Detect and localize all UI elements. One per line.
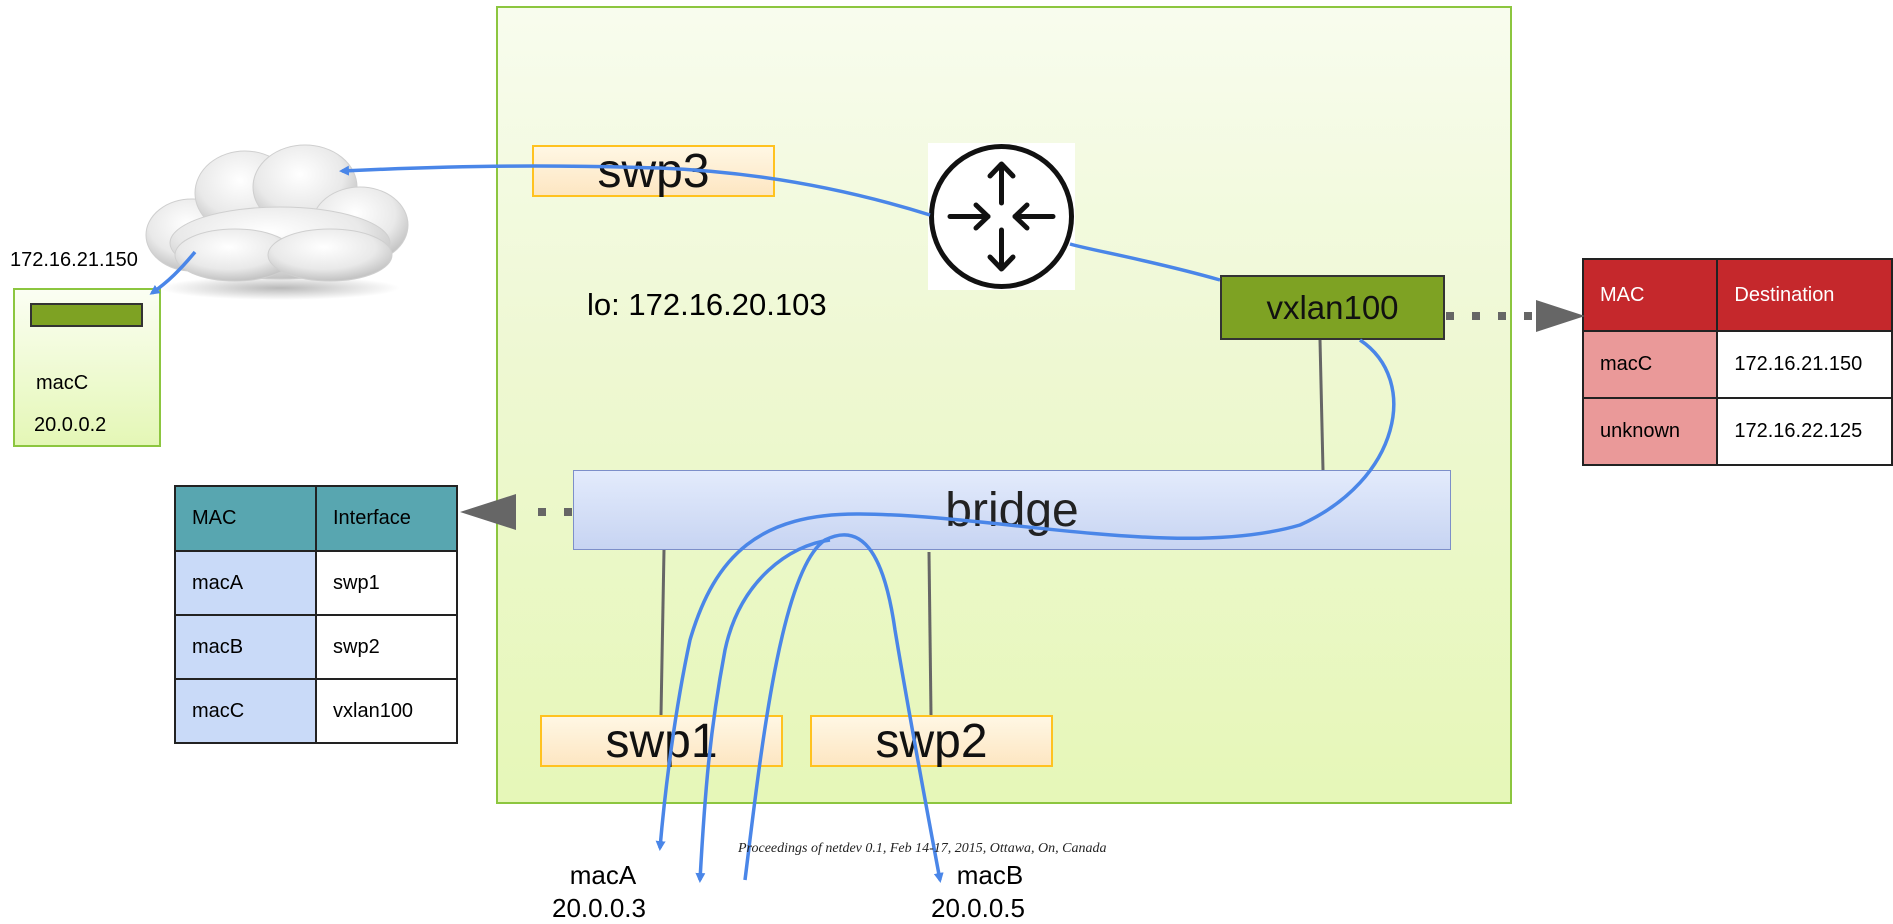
swp2-bridge-link (927, 551, 933, 716)
remote-header-mac: MAC (1581, 258, 1719, 332)
fdb-header-interface: Interface (315, 485, 458, 552)
port-swp2: swp2 (810, 715, 1053, 768)
loopback-label: lo: 172.16.20.103 (587, 287, 827, 322)
fdb-cell-interface: swp2 (315, 614, 458, 680)
cloud-ip-label: 172.16.21.150 (10, 249, 138, 271)
remote-pointer-arrow (1446, 300, 1585, 332)
fdb-cell-mac: macA (174, 550, 317, 616)
remote-host-ip: 20.0.0.2 (34, 414, 107, 436)
fdb-header-mac: MAC (174, 485, 317, 552)
flow-to-remote-host (149, 250, 197, 295)
vxlan100-interface: vxlan100 (1220, 275, 1445, 340)
remote-host-nic (30, 303, 143, 327)
host-a-ip: 20.0.0.3 (552, 893, 646, 923)
flow-vxlan-to-macA (655, 338, 1396, 851)
remote-cell-destination: 172.16.21.150 (1716, 330, 1893, 399)
proceedings-footer: Proceedings of netdev 0.1, Feb 14-17, 20… (738, 841, 1107, 856)
fdb-cell-mac: macB (174, 614, 317, 680)
fdb-table: MAC Interface macA swp1 macB swp2 macC v… (174, 485, 458, 744)
cloud-icon (140, 125, 420, 315)
host-a-mac: macA (569, 860, 637, 890)
flow-to-cloud (339, 164, 931, 217)
port-swp1: swp1 (540, 715, 783, 768)
host-b-mac: macB (956, 860, 1024, 890)
fdb-cell-interface: vxlan100 (315, 678, 458, 744)
remote-cell-mac: macC (1581, 330, 1719, 399)
swp1-bridge-link (659, 549, 666, 716)
switch-box (496, 6, 1512, 804)
fdb-cell-interface: swp1 (315, 550, 458, 616)
bridge: bridge (573, 470, 1451, 550)
fdb-pointer-arrow (460, 494, 572, 530)
remote-vtep-table: MAC Destination macC 172.16.21.150 unkno… (1581, 258, 1893, 466)
remote-cell-destination: 172.16.22.125 (1716, 397, 1893, 466)
remote-host-mac: macC (36, 372, 89, 394)
router-icon (928, 143, 1075, 290)
flow-vxlan-router (1069, 242, 1221, 282)
remote-header-destination: Destination (1716, 258, 1893, 332)
flow-bridge-to-macA (695, 538, 831, 883)
flow-to-macB (743, 533, 944, 883)
host-b-ip: 20.0.0.5 (931, 893, 1025, 923)
fdb-cell-mac: macC (174, 678, 317, 744)
remote-cell-mac: unknown (1581, 397, 1719, 466)
vxlan-bridge-link (1318, 339, 1325, 471)
